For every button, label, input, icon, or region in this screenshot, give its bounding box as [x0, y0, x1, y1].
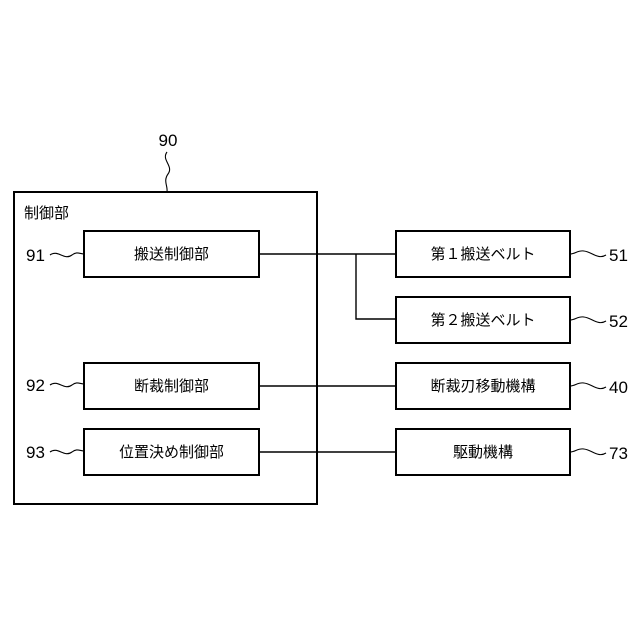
- block-ref-93: 93: [26, 443, 45, 462]
- cutting-control-label: 断裁制御部: [134, 377, 209, 395]
- drive-mechanism-label: 駆動機構: [453, 443, 513, 461]
- block-ref-92: 92: [26, 376, 45, 395]
- block-ref-91: 91: [26, 246, 45, 265]
- first-belt-label: 第１搬送ベルト: [430, 245, 535, 263]
- control-unit-leader: [165, 152, 169, 192]
- second-belt-label: 第２搬送ベルト: [430, 311, 535, 329]
- transport-control-label: 搬送制御部: [134, 245, 209, 263]
- device-leader-52: [570, 317, 606, 323]
- device-leader-51: [570, 251, 606, 257]
- control-unit-label: 制御部: [24, 204, 69, 222]
- positioning-control-label: 位置決め制御部: [119, 443, 224, 461]
- device-leader-73: [570, 449, 606, 455]
- blade-mover-label: 断裁刃移動機構: [430, 377, 535, 395]
- control-unit-ref: 90: [159, 131, 178, 150]
- device-leader-40: [570, 383, 606, 389]
- device-ref-73: 73: [609, 444, 628, 463]
- device-ref-40: 40: [609, 378, 628, 397]
- device-ref-51: 51: [609, 246, 628, 265]
- device-ref-52: 52: [609, 312, 628, 331]
